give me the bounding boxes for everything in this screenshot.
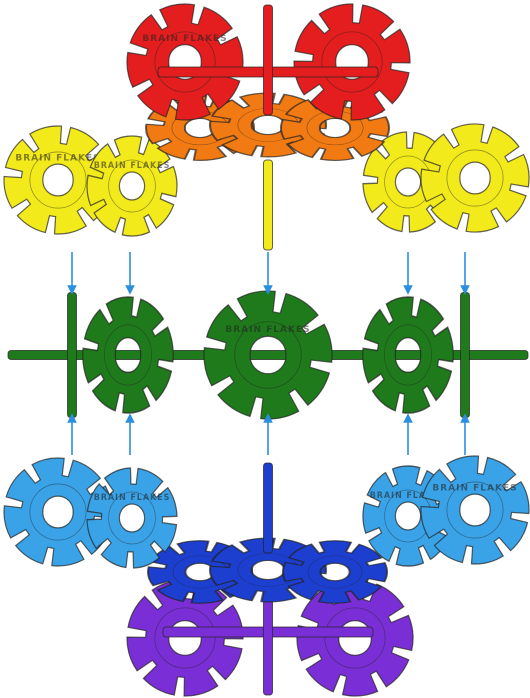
dark-blue-flake-right bbox=[283, 541, 387, 603]
flake-logo-text: BRAIN FLAKES bbox=[225, 325, 310, 335]
flake-logo-text: BRAIN FLAKES bbox=[432, 484, 517, 494]
yellow-flake-4 bbox=[421, 124, 529, 232]
green-edge-left bbox=[68, 293, 77, 418]
green-edge-right bbox=[461, 293, 470, 418]
yellow-edge-post bbox=[264, 160, 273, 250]
red-edge-post bbox=[264, 5, 273, 115]
dark-blue-edge-post bbox=[264, 463, 273, 553]
purple-flake-right bbox=[297, 580, 413, 696]
light-blue-flake-4: BRAIN FLAKES bbox=[421, 456, 529, 564]
red-flake-left: BRAIN FLAKES bbox=[127, 4, 243, 120]
flake-logo-text: BRAIN FLAKES bbox=[94, 493, 171, 504]
flake-logo-text: BRAIN FLAKES bbox=[15, 154, 100, 164]
flake-logo-text: BRAIN FLAKES bbox=[94, 161, 171, 172]
flake-logo-text: BRAIN FLAKES bbox=[142, 34, 227, 44]
red-flake-right bbox=[294, 4, 410, 120]
